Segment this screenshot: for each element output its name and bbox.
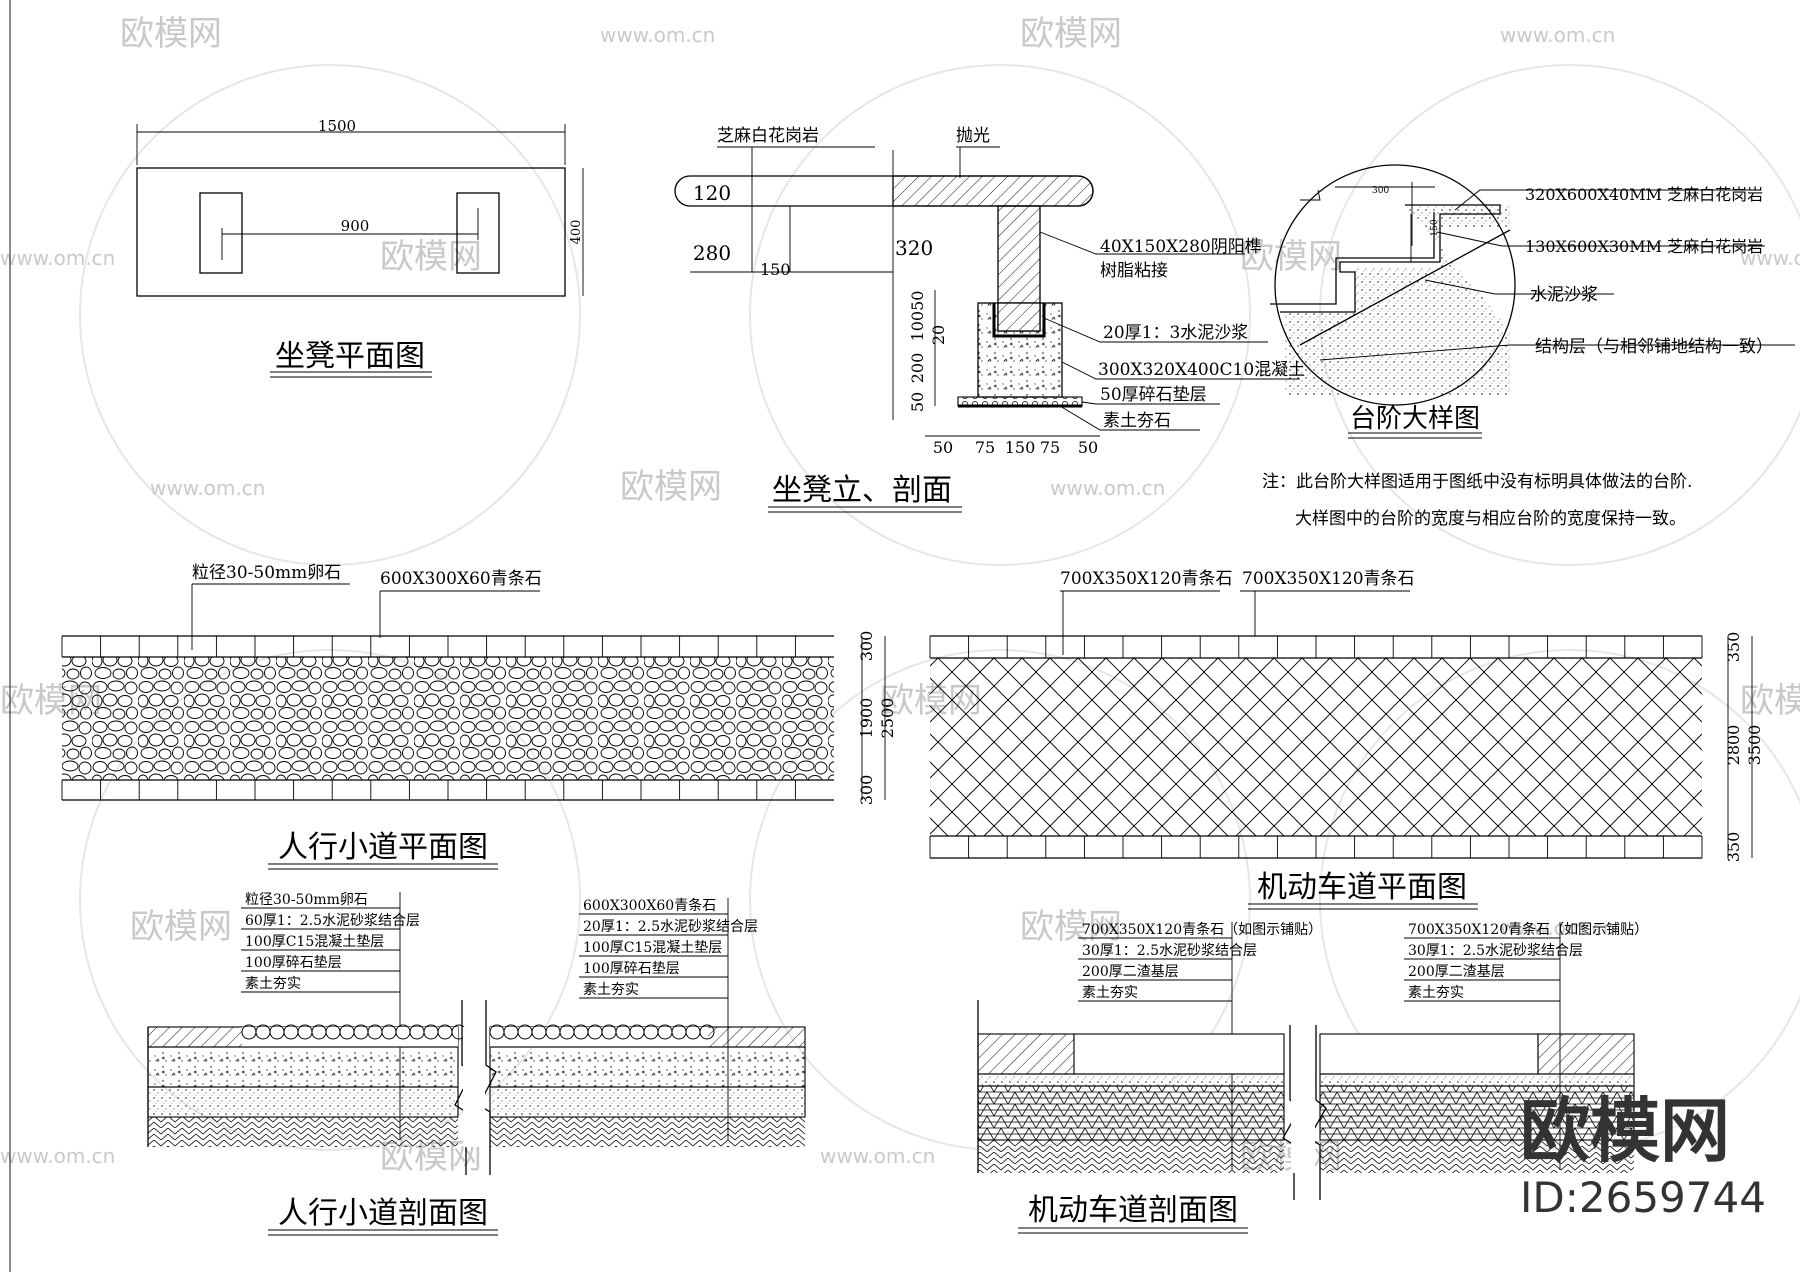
watermark-brand: 欧模网 <box>1240 237 1342 277</box>
section-layer-label: 素土夯实 <box>245 976 301 992</box>
bench-dim-320: 320 <box>895 236 933 260</box>
footpath-section: 粒径30-50mm卵石 60厚1：2.5水泥砂浆结合层 100厚C15混凝土垫层 10… <box>147 892 806 1236</box>
footpath-dim: 1900 <box>857 698 876 739</box>
watermark-brand: 欧模网 <box>620 467 722 507</box>
watermark-brand: 欧模网 <box>380 237 482 277</box>
driveway-dim: 350 <box>1724 832 1743 863</box>
bench-vdim: 10050 <box>908 291 927 342</box>
section-layer-label: 20厚1：2.5水泥砂浆结合层 <box>583 919 758 935</box>
bench-plan: 1500 900 400 坐凳平面图 <box>136 117 584 378</box>
bench-hdim: 50 <box>1078 438 1098 457</box>
bench-section: 芝麻白花岗岩 抛光 120 280 150 320 10050 20 200 5… <box>674 126 1305 513</box>
driveway-dim: 350 <box>1724 632 1743 663</box>
footpath-dim: 300 <box>857 631 876 662</box>
note-line-1: 注：此台阶大样图适用于图纸中没有标明具体做法的台阶. <box>1262 472 1692 492</box>
bench-hdim: 150 <box>1005 438 1036 457</box>
section-layer-label: 700X350X120青条石（如图示铺贴） <box>1082 921 1322 938</box>
watermark-url: www.om.cn <box>1740 246 1800 270</box>
footpath-pebble-label: 粒径30-50mm卵石 <box>192 563 341 583</box>
bench-hdim: 75 <box>975 438 995 457</box>
section-layer-label: 素土夯实 <box>1082 985 1138 1001</box>
brand-box: 欧模网 ID:2659744 <box>1520 1090 1766 1222</box>
driveway-plan-title: 机动车道平面图 <box>1257 870 1467 905</box>
section-layer-label: 100厚C15混凝土垫层 <box>245 934 384 950</box>
section-layer-label: 素土夯实 <box>583 982 639 998</box>
step-label-3: 水泥沙浆 <box>1530 285 1598 305</box>
watermark-url: www.om.cn <box>0 246 115 270</box>
watermark-url: www.om.cn <box>600 23 715 47</box>
footpath-dim: 2500 <box>878 698 897 739</box>
bench-hdim: 75 <box>1040 438 1060 457</box>
bench-soil-label: 素土夯石 <box>1103 411 1171 431</box>
watermark-brand: 欧模网 <box>1020 14 1122 54</box>
watermark-url: www.om.cn <box>1500 23 1615 47</box>
step-detail-title: 台阶大样图 <box>1350 404 1480 434</box>
bench-dim-280: 280 <box>693 241 731 265</box>
driveway-dim: 2800 <box>1724 725 1743 766</box>
watermark-brand: 欧模网 <box>120 14 222 54</box>
footpath-stone-label: 600X300X60青条石 <box>380 569 542 589</box>
watermark-url: www.om.cn <box>1500 916 1615 940</box>
section-layer-label: 200厚二渣基层 <box>1082 963 1179 980</box>
bench-vdim: 200 <box>908 353 927 384</box>
section-layer-label: 700X350X120青条石（如图示铺贴） <box>1408 921 1648 938</box>
section-layer-label: 60厚1：2.5水泥砂浆结合层 <box>245 913 420 929</box>
bench-plan-length-dim: 1500 <box>318 117 356 135</box>
driveway-plan-label-1: 700X350X120青条石 <box>1060 569 1233 589</box>
section-layer-label: 100厚碎石垫层 <box>245 955 342 971</box>
bench-gravel-label: 50厚碎石垫层 <box>1100 385 1207 405</box>
watermark-url: www.om.cn <box>1050 476 1165 500</box>
bench-plan-title: 坐凳平面图 <box>275 339 425 374</box>
bench-section-title: 坐凳立、剖面 <box>772 473 952 508</box>
footpath-dim: 300 <box>857 775 876 806</box>
section-layer-label: 600X300X60青条石 <box>583 897 716 914</box>
driveway-plan-label-2: 700X350X120青条石 <box>1242 569 1415 589</box>
step-note: 注：此台阶大样图适用于图纸中没有标明具体做法的台阶. 大样图中的台阶的宽度与相应… <box>1262 472 1692 529</box>
step-label-1: 320X600X40MM 芝麻白花岗岩 <box>1525 185 1763 204</box>
bench-vdim: 50 <box>908 392 927 412</box>
driveway-plan: 700X350X120青条石 700X350X120青条石 350 2800 3… <box>929 569 1764 910</box>
section-layer-label: 素土夯实 <box>1408 985 1464 1001</box>
bench-plan-inner-dim: 900 <box>341 217 370 235</box>
footpath-section-title: 人行小道剖面图 <box>278 1196 488 1231</box>
footpath-plan: 粒径30-50mm卵石 600X300X60青条石 300 1900 2500 … <box>61 563 897 870</box>
footpath-plan-title: 人行小道平面图 <box>278 830 488 865</box>
bench-plan-width-dim: 400 <box>569 220 584 245</box>
bench-tenon-label-2: 树脂粘接 <box>1100 261 1168 281</box>
bench-hdim: 50 <box>933 438 953 457</box>
watermark-brand: 欧模网 <box>1740 681 1800 721</box>
bench-section-polish-label: 抛光 <box>956 126 990 146</box>
section-layer-label: 100厚碎石垫层 <box>583 961 680 977</box>
section-layer-label: 30厚1：2.5水泥砂浆结合层 <box>1408 943 1583 959</box>
note-line-2: 大样图中的台阶的宽度与相应台阶的宽度保持一致。 <box>1295 509 1686 529</box>
step-detail: 300 150 320X600X40MM 芝麻白花岗岩 130X600X30MM… <box>1270 164 1795 439</box>
step-dim-top: 300 <box>1372 186 1389 196</box>
section-layer-label: 100厚C15混凝土垫层 <box>583 940 722 956</box>
watermark-url: www.om.cn <box>150 476 265 500</box>
bench-section-granite-label: 芝麻白花岗岩 <box>717 126 819 146</box>
watermark-url: www.om.cn <box>0 1144 115 1168</box>
bench-tenon-label: 40X150X280阴阳榫 <box>1100 237 1262 257</box>
step-label-4: 结构层（与相邻铺地结构一致） <box>1535 337 1773 357</box>
step-label-2: 130X600X30MM 芝麻白花岗岩 <box>1525 237 1763 256</box>
driveway-section: 700X350X120青条石（如图示铺贴） 30厚1：2.5水泥砂浆结合层 200厚… <box>977 921 1648 1234</box>
watermark-url: www.om.cn <box>820 1144 935 1168</box>
brand-logo-text: 欧模网 <box>1520 1090 1730 1172</box>
section-layer-label: 30厚1：2.5水泥砂浆结合层 <box>1082 943 1257 959</box>
driveway-dim: 3500 <box>1745 725 1764 766</box>
bench-dim-120: 120 <box>693 181 731 205</box>
section-layer-label: 粒径30-50mm卵石 <box>245 892 368 908</box>
watermark-brand: 欧模网 <box>1020 907 1122 947</box>
watermark-layer: 欧模网 www.om.cn 欧模网 www.om.cn www.om.cn 欧模… <box>0 14 1800 1177</box>
bench-vdim: 20 <box>929 325 948 345</box>
section-layer-label: 200厚二渣基层 <box>1408 963 1505 980</box>
brand-id-text: ID:2659744 <box>1520 1173 1766 1222</box>
driveway-section-title: 机动车道剖面图 <box>1028 1193 1238 1228</box>
bench-dim-150: 150 <box>760 260 791 279</box>
watermark-brand: 欧模网 <box>130 907 232 947</box>
bench-concrete-label: 300X320X400C10混凝土 <box>1098 360 1305 380</box>
bench-mortar-label: 20厚1：3水泥沙浆 <box>1103 323 1248 343</box>
